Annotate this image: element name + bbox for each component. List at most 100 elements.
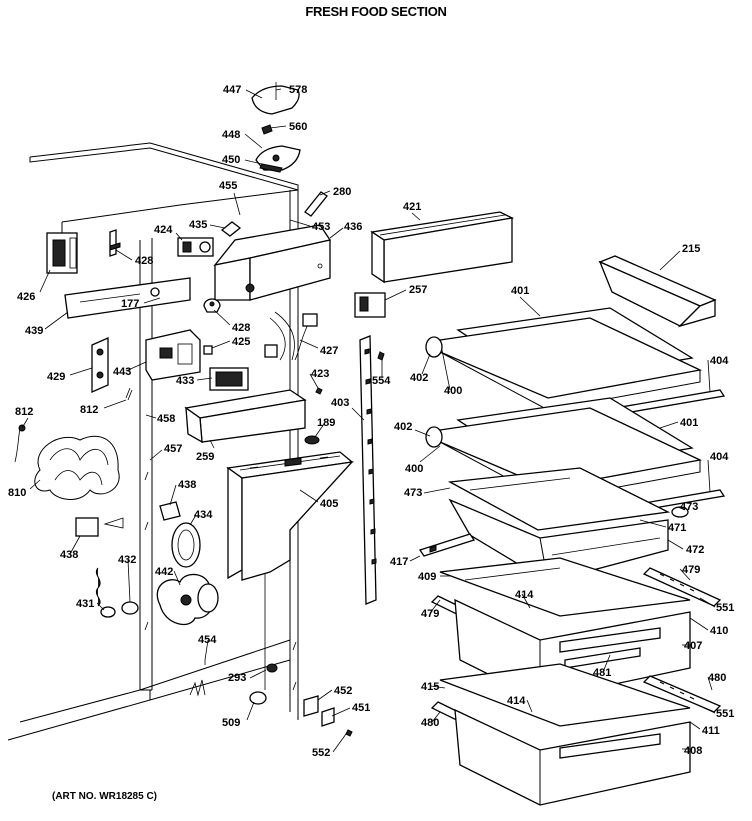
shelf-rail-upper	[370, 211, 515, 284]
callout-473-right: 473	[680, 501, 698, 513]
light-cover-assembly	[251, 82, 301, 173]
callout-415: 415	[421, 681, 439, 693]
fan-motor-parts	[95, 567, 139, 618]
hardware-small	[249, 663, 353, 737]
callout-551-lower: 551	[716, 708, 734, 720]
callout-457: 457	[164, 443, 182, 455]
fan-motor	[209, 367, 249, 391]
callout-481: 481	[593, 667, 611, 679]
callout-551: 551	[716, 602, 734, 614]
callout-443: 443	[113, 366, 131, 378]
callout-429: 429	[47, 371, 65, 383]
callout-424: 424	[154, 224, 173, 236]
callout-423: 423	[311, 368, 329, 380]
grommet-189	[304, 435, 320, 445]
callout-438-left: 438	[60, 549, 78, 561]
diagram-title: FRESH FOOD SECTION	[305, 4, 447, 19]
callout-554: 554	[372, 375, 391, 387]
callout-401-lower: 401	[680, 417, 698, 429]
callout-404: 404	[710, 355, 729, 367]
callout-177: 177	[121, 298, 139, 310]
callout-448: 448	[222, 129, 240, 141]
light-bulb	[304, 191, 328, 217]
defrost-heater	[34, 435, 120, 500]
callout-410: 410	[710, 625, 728, 637]
callout-479-left: 479	[421, 608, 439, 620]
control-housing	[213, 224, 332, 301]
shelf-glide-402-lower	[425, 426, 443, 448]
callout-433: 433	[176, 375, 194, 387]
callout-labels: 578 447 560 448 450 455 280 421 215 435 …	[8, 84, 734, 759]
callout-434: 434	[194, 509, 213, 521]
upper-glass-shelf	[439, 307, 703, 411]
callout-453: 453	[312, 221, 330, 233]
callout-431: 431	[76, 598, 94, 610]
slide-rail-417	[418, 533, 476, 557]
bracket-428-lower	[203, 298, 221, 313]
control-knob	[220, 221, 242, 237]
callout-400-lower: 400	[405, 463, 423, 475]
bracket-428	[109, 229, 121, 257]
callout-480-left: 480	[421, 717, 439, 729]
callout-414-lower: 414	[507, 695, 526, 707]
shelf-ladder-rail	[359, 335, 377, 605]
callout-436: 436	[344, 221, 362, 233]
callout-552: 552	[312, 747, 330, 759]
callout-812-b: 812	[80, 404, 98, 416]
callout-411: 411	[702, 725, 720, 737]
callout-447: 447	[223, 84, 241, 96]
callout-407: 407	[684, 640, 702, 652]
callout-215: 215	[682, 243, 700, 255]
callout-578: 578	[289, 84, 307, 96]
callout-280: 280	[333, 186, 351, 198]
thermostat-sensor	[14, 387, 133, 463]
callout-435: 435	[189, 219, 207, 231]
callout-439: 439	[25, 325, 43, 337]
callout-414: 414	[515, 589, 534, 601]
callout-438: 438	[178, 479, 196, 491]
switch-438-left	[75, 517, 124, 537]
crisper-cover	[447, 467, 671, 531]
callout-421: 421	[403, 201, 421, 213]
callout-428: 428	[135, 255, 153, 267]
drawer-cover-lower	[439, 663, 691, 727]
callout-403: 403	[331, 397, 349, 409]
callout-402: 402	[410, 372, 428, 384]
callout-293: 293	[228, 672, 246, 684]
callout-471: 471	[668, 522, 686, 534]
temperature-control	[177, 237, 214, 257]
shelf-glide-402	[425, 336, 443, 358]
leader-lines	[21, 88, 716, 753]
clip-425	[203, 345, 213, 355]
callout-401: 401	[511, 285, 529, 297]
screw-554	[377, 351, 385, 361]
switch-housing	[46, 232, 78, 274]
light-socket	[354, 292, 386, 318]
callout-472: 472	[686, 544, 704, 556]
callout-560: 560	[289, 121, 307, 133]
fan-blade	[156, 573, 219, 626]
callout-417: 417	[390, 556, 408, 568]
callout-473: 473	[404, 487, 422, 499]
callout-479: 479	[682, 564, 700, 576]
callout-451: 451	[352, 702, 370, 714]
callout-812: 812	[15, 406, 33, 418]
callout-428-lower: 428	[232, 322, 250, 334]
callout-810: 810	[8, 487, 26, 499]
callout-509: 509	[222, 717, 240, 729]
wiring-harness	[264, 311, 318, 361]
callout-458: 458	[157, 413, 175, 425]
callout-442: 442	[155, 566, 173, 578]
callout-409: 409	[418, 571, 436, 583]
mounting-bracket-429	[91, 337, 109, 393]
callout-400: 400	[444, 385, 462, 397]
mounting-bracket-443	[145, 329, 201, 381]
lower-glass-shelf	[439, 397, 703, 501]
air-duct-cover	[184, 389, 307, 444]
snack-bin	[598, 255, 717, 328]
callout-452: 452	[334, 685, 352, 697]
callout-426: 426	[17, 291, 35, 303]
callout-450: 450	[222, 154, 240, 166]
callout-404-lower: 404	[710, 451, 729, 463]
